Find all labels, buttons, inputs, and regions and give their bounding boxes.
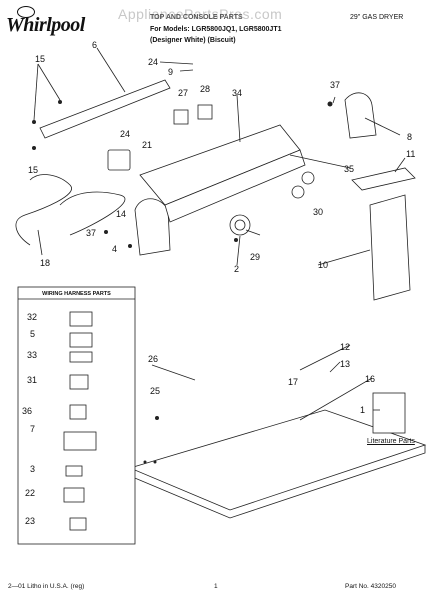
callout-34: 34 xyxy=(232,88,242,98)
console-end-cap-left xyxy=(134,198,171,256)
callout-8: 8 xyxy=(407,132,412,142)
footer-litho: 2—01 Litho in U.S.A. (reg) xyxy=(8,583,85,590)
harness-part-7 xyxy=(63,431,97,451)
callout-labels: 6 15 24 9 27 28 34 37 24 8 21 11 15 35 3… xyxy=(22,40,415,526)
knob-30b xyxy=(301,171,315,185)
callout-3: 3 xyxy=(30,464,35,474)
callout-14: 14 xyxy=(116,209,126,219)
motor-relay-part xyxy=(107,149,131,171)
lint-filter xyxy=(351,167,416,191)
callout-26: 26 xyxy=(148,354,158,364)
harness-part-31 xyxy=(69,374,89,390)
harness-wire-14 xyxy=(59,191,126,236)
callout-37a: 37 xyxy=(330,80,340,90)
callout-16: 16 xyxy=(365,374,375,384)
callout-13: 13 xyxy=(340,359,350,369)
callout-9: 9 xyxy=(168,67,173,77)
colors-line: (Designer White) (Biscuit) xyxy=(150,37,236,44)
harness-wire-18 xyxy=(15,174,72,246)
callout-37b: 37 xyxy=(86,228,96,238)
harness-part-33 xyxy=(69,351,93,363)
harness-part-23 xyxy=(69,517,87,531)
brand-logo: Whirlpool xyxy=(6,14,85,36)
callout-23: 23 xyxy=(25,516,35,526)
callout-4: 4 xyxy=(112,244,117,254)
harness-part-36 xyxy=(69,404,87,420)
callout-1: 1 xyxy=(360,405,365,415)
callout-2: 2 xyxy=(234,264,239,274)
harness-part-32 xyxy=(69,311,93,327)
callout-27: 27 xyxy=(178,88,188,98)
callout-36: 36 xyxy=(22,406,32,416)
console-end-cap-right xyxy=(344,92,377,139)
callout-5: 5 xyxy=(30,329,35,339)
watermark: AppliancePartsPros.com xyxy=(118,6,283,22)
callout-35: 35 xyxy=(344,164,354,174)
switch-27 xyxy=(173,109,189,125)
harness-part-5 xyxy=(69,332,93,348)
literature-booklet xyxy=(372,392,406,434)
footer-page-number: 1 xyxy=(214,583,218,590)
lint-housing xyxy=(369,194,411,301)
harness-part-3 xyxy=(65,465,83,477)
callout-31: 31 xyxy=(27,375,37,385)
callout-30: 30 xyxy=(313,207,323,217)
callout-15b: 15 xyxy=(28,165,38,175)
callout-12: 12 xyxy=(340,342,350,352)
switch-28 xyxy=(197,104,213,120)
models-line: For Models: LGR5800JQ1, LGR5800JT1 xyxy=(150,26,282,33)
wiring-harness-box-title: WIRING HARNESS PARTS xyxy=(42,291,111,297)
callout-22: 22 xyxy=(25,488,35,498)
callout-33: 33 xyxy=(27,350,37,360)
callout-29: 29 xyxy=(250,252,260,262)
callout-6: 6 xyxy=(92,40,97,50)
callout-32: 32 xyxy=(27,312,37,322)
callout-25: 25 xyxy=(150,386,160,396)
harness-part-22 xyxy=(63,487,85,503)
callout-7: 7 xyxy=(30,424,35,434)
footer-part-number: Part No. 4320250 xyxy=(345,583,396,590)
callout-10: 10 xyxy=(318,260,328,270)
callout-18: 18 xyxy=(40,258,50,268)
console-back-strip xyxy=(39,79,171,139)
callout-24a: 24 xyxy=(148,57,158,67)
literature-label: Literature Parts xyxy=(367,438,415,445)
brand-logo-ring-icon xyxy=(17,6,35,18)
diagram-title: TOP AND CONSOLE PARTS xyxy=(150,14,243,21)
callout-24b: 24 xyxy=(120,129,130,139)
callout-17: 17 xyxy=(288,377,298,387)
knob-29 xyxy=(229,214,251,236)
callout-11: 11 xyxy=(406,149,415,159)
callout-15a: 15 xyxy=(35,54,45,64)
knob-30a xyxy=(291,185,305,199)
product-label: 29" GAS DRYER xyxy=(350,14,404,21)
callout-28: 28 xyxy=(200,84,210,94)
callout-21: 21 xyxy=(142,140,152,150)
